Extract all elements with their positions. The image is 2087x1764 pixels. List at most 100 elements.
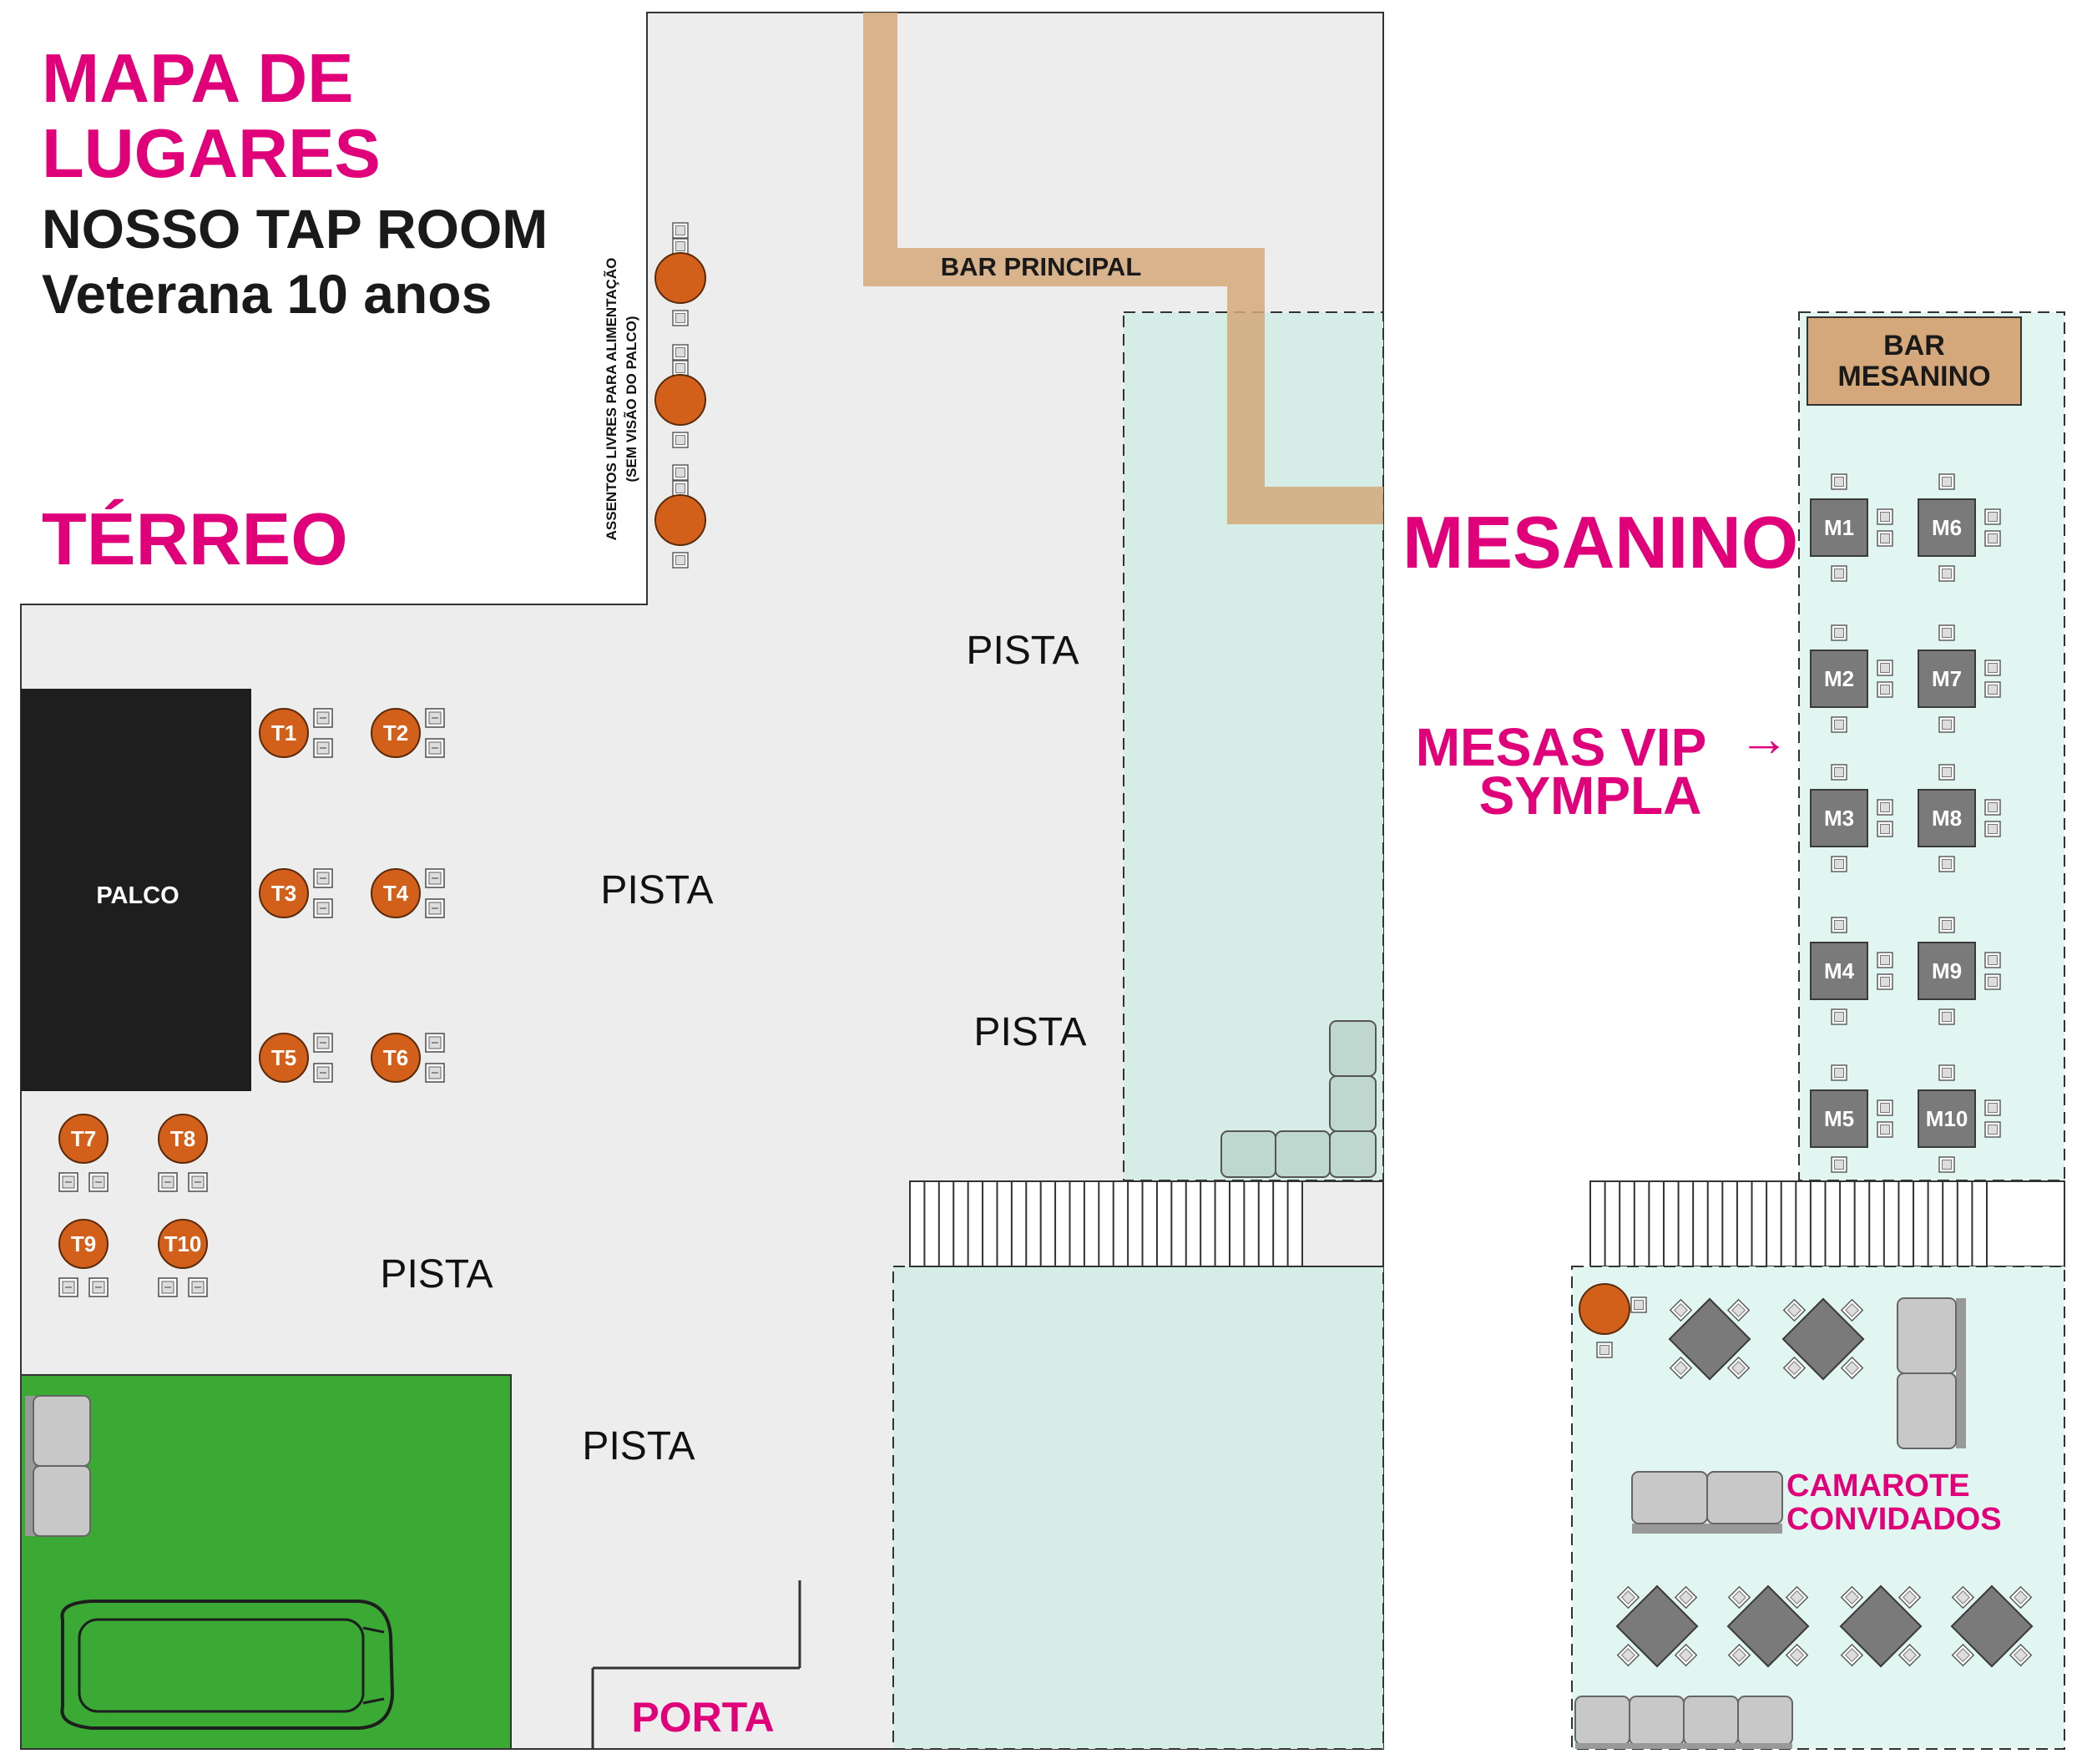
camarote-table: [1950, 1585, 2034, 1668]
chair-icon: [1831, 565, 1847, 582]
table-label: M5: [1824, 1106, 1854, 1131]
mezzanine-overlay-bottom: [892, 1266, 1384, 1750]
chair-icon: [1984, 530, 2001, 547]
table-label: T1: [271, 720, 296, 746]
pista-label-4: PISTA: [380, 1252, 493, 1296]
chair-icon: [1938, 716, 1955, 733]
table-label: M6: [1932, 515, 1962, 540]
chair-icon: [313, 708, 333, 728]
camarote-table: [1668, 1297, 1751, 1381]
chair-icon: [1831, 1008, 1847, 1025]
chair-icon: [188, 1277, 208, 1297]
chair-icon: [672, 238, 689, 255]
table-label: M4: [1824, 958, 1855, 983]
table-t10[interactable]: T10: [158, 1219, 208, 1297]
vip-table-m3[interactable]: M3: [1810, 764, 1893, 872]
chair-icon: [672, 222, 689, 239]
chair-icon: [1938, 624, 1955, 641]
sofa-lounge-ground: [1220, 1020, 1377, 1178]
table-t1[interactable]: T1: [259, 708, 333, 758]
chair-icon: [1938, 473, 1955, 490]
table-label: M9: [1932, 958, 1962, 983]
venue-name: NOSSO TAP ROOM: [42, 198, 548, 260]
chair-icon: [1984, 660, 2001, 676]
table-label: T4: [383, 881, 409, 906]
vip-table-m9[interactable]: M9: [1918, 917, 2001, 1025]
chair-icon: [1630, 1296, 1647, 1313]
chair-icon: [672, 432, 689, 448]
table-t2[interactable]: T2: [371, 708, 445, 758]
chair-icon: [425, 1033, 445, 1053]
mezzanine-title: MESANINO: [1402, 501, 1798, 584]
camarote-table: [1781, 1297, 1865, 1381]
chair-icon: [1877, 973, 1893, 990]
camarote-table: [1839, 1585, 1923, 1668]
table-t3[interactable]: T3: [259, 868, 333, 918]
vip-table-m6[interactable]: M6: [1918, 473, 2001, 582]
chair-icon: [672, 464, 689, 481]
vip-arrow-icon: →: [1739, 710, 1789, 766]
stairs-mezzanine: [1589, 1180, 1988, 1267]
chair-icon: [1938, 1008, 1955, 1025]
chair-icon: [1938, 565, 1955, 582]
vip-table-m2[interactable]: M2: [1810, 624, 1893, 733]
vip-table-m10[interactable]: M10: [1918, 1064, 2001, 1173]
green-area-sofa: [25, 1395, 91, 1537]
chair-icon: [313, 1063, 333, 1083]
chair-icon: [1877, 530, 1893, 547]
chair-icon: [313, 738, 333, 758]
van-icon: [60, 1600, 395, 1730]
chair-icon: [1984, 508, 2001, 525]
table-label: M8: [1932, 806, 1962, 831]
chair-icon: [313, 868, 333, 888]
camarote-label-line1: CAMAROTE: [1786, 1468, 1970, 1504]
table-t8[interactable]: T8: [158, 1114, 208, 1192]
chair-icon: [158, 1172, 178, 1192]
chair-icon: [1877, 1121, 1893, 1138]
camarote-table: [1615, 1585, 1699, 1668]
vip-table-m1[interactable]: M1: [1810, 473, 1893, 582]
table-label: M1: [1824, 515, 1854, 540]
chair-icon: [1938, 1064, 1955, 1081]
table-t9[interactable]: T9: [58, 1219, 109, 1297]
chair-icon: [1984, 1121, 2001, 1138]
chair-icon: [1831, 473, 1847, 490]
ground-floor-title: TÉRREO: [42, 498, 348, 580]
map-title-line2: LUGARES: [42, 114, 381, 192]
chair-icon: [1596, 1342, 1613, 1358]
chair-icon: [1984, 821, 2001, 837]
chair-icon: [58, 1172, 78, 1192]
table-t7[interactable]: T7: [58, 1114, 109, 1192]
chair-icon: [1831, 1156, 1847, 1173]
chair-icon: [1938, 856, 1955, 872]
vip-table-m7[interactable]: M7: [1918, 624, 2001, 733]
chair-icon: [1877, 821, 1893, 837]
table-t6[interactable]: T6: [371, 1033, 445, 1083]
chair-icon: [158, 1277, 178, 1297]
chair-icon: [1877, 508, 1893, 525]
vip-table-m4[interactable]: M4: [1810, 917, 1893, 1025]
camarote-table: [1726, 1585, 1810, 1668]
free-seat-table: [654, 494, 706, 546]
stage-label: PALCO: [96, 882, 179, 909]
table-label: T7: [71, 1126, 96, 1151]
vip-label-line2: SYMPLA: [1479, 766, 1702, 826]
chair-icon: [672, 552, 689, 569]
chair-icon: [1984, 799, 2001, 816]
table-label: M7: [1932, 666, 1962, 691]
table-t4[interactable]: T4: [371, 868, 445, 918]
chair-icon: [425, 738, 445, 758]
table-t5[interactable]: T5: [259, 1033, 333, 1083]
vip-table-m5[interactable]: M5: [1810, 1064, 1893, 1173]
camarote-label-line2: CONVIDADOS: [1786, 1502, 2002, 1537]
table-label: M10: [1926, 1106, 1968, 1131]
chair-icon: [425, 898, 445, 918]
vip-table-m8[interactable]: M8: [1918, 764, 2001, 872]
free-seats-label-line2: (SEM VISÃO DO PALCO): [623, 316, 639, 483]
chair-icon: [1831, 917, 1847, 933]
chair-icon: [672, 344, 689, 361]
camarote-furniture: [1574, 1283, 2034, 1749]
chair-icon: [1984, 1099, 2001, 1116]
